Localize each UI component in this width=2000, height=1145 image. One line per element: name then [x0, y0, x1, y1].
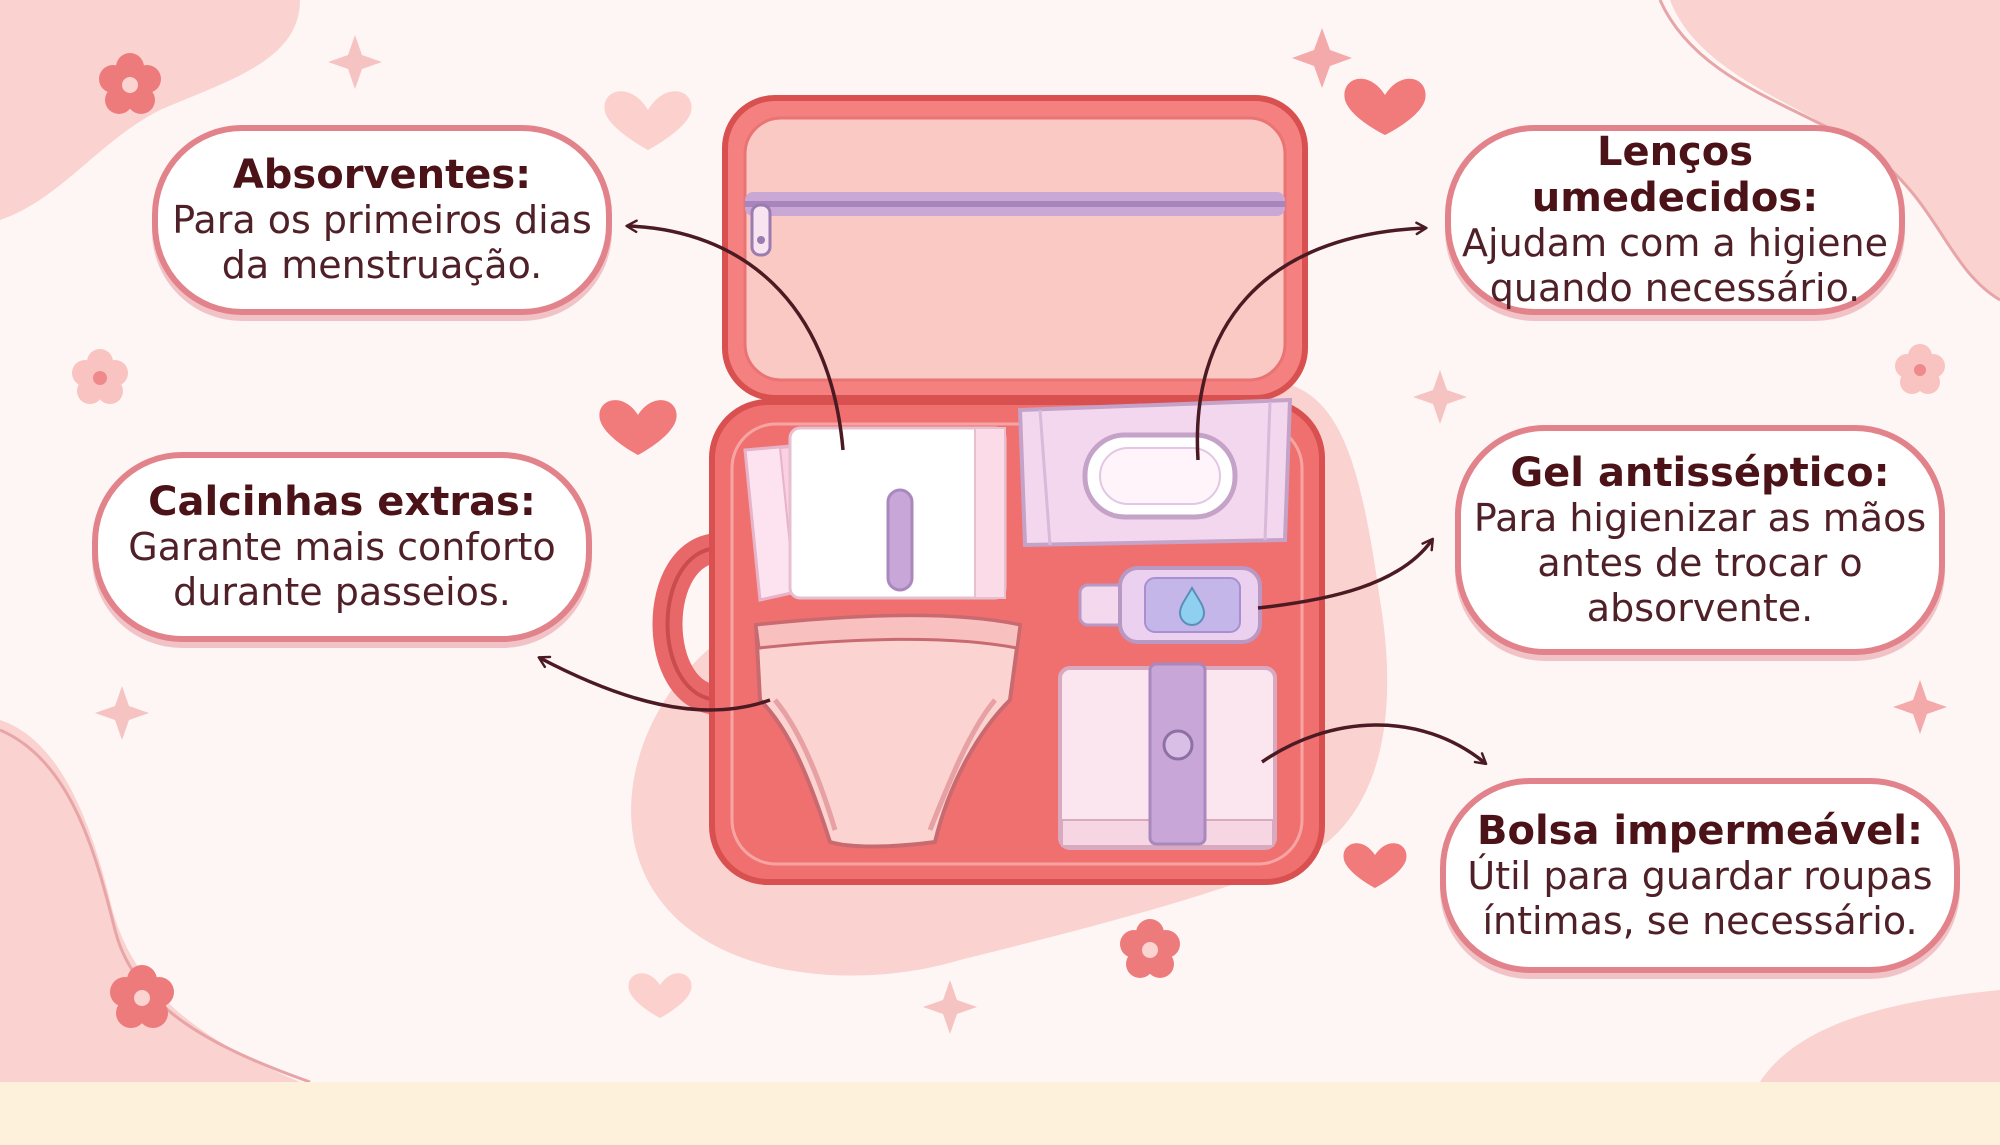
callout-line: Para higienizar as mãos: [1473, 495, 1927, 540]
decor-flower-icon: [1120, 919, 1180, 978]
corner-blob-bottom-left: [0, 720, 300, 1082]
decor-heart-icon: [599, 400, 677, 455]
connector-arrow: [537, 655, 771, 712]
callout-description: Garante mais conforto durante passeios.: [128, 525, 555, 615]
callout-calcinhas: Calcinhas extras: Garante mais conforto …: [92, 452, 592, 642]
underwear-icon: [753, 613, 1023, 849]
callout-title: Bolsa impermeável:: [1477, 807, 1923, 854]
callout-gel: Gel antisséptico: Para higienizar as mão…: [1455, 425, 1945, 655]
decor-sparkle-icon: [1292, 28, 1352, 88]
callout-line: Útil para guardar roupas: [1467, 853, 1933, 898]
callout-line: absorvente.: [1586, 585, 1814, 630]
callout-title: Absorventes:: [232, 152, 532, 198]
callout-line: Para os primeiros dias: [172, 198, 592, 242]
callout-title: Gel antisséptico:: [1510, 449, 1890, 496]
callout-lencos: Lenços umedecidos: Ajudam com a higiene …: [1445, 125, 1905, 315]
callout-line: quando necessário.: [1489, 266, 1861, 310]
callout-description: Para higienizar as mãos antes de trocar …: [1474, 496, 1926, 631]
connector-arrow: [1257, 537, 1435, 610]
connector-arrow: [625, 219, 845, 451]
callout-line: da menstruação.: [221, 243, 543, 287]
callout-line: antes de trocar o: [1537, 540, 1863, 585]
decor-heart-icon: [1344, 78, 1426, 135]
decor-flower-icon: [110, 965, 174, 1028]
waterproof-pouch-icon: [1058, 662, 1277, 850]
callout-description: Útil para guardar roupas íntimas, se nec…: [1467, 854, 1932, 944]
callout-line: durante passeios.: [173, 570, 511, 614]
callout-description: Para os primeiros dias da menstruação.: [172, 198, 592, 288]
callout-line: íntimas, se necessário.: [1482, 898, 1918, 943]
sanitizer-bottle-icon: [1078, 566, 1262, 644]
wet-wipes-icon: [1017, 397, 1293, 548]
sanitary-pad-icon: [743, 426, 1007, 602]
decor-flower-icon: [72, 349, 128, 404]
decor-sparkle-icon: [923, 980, 977, 1034]
decor-flower-icon: [99, 53, 161, 114]
decor-flower-icon: [1895, 344, 1945, 394]
toiletry-bag-illustration: [652, 95, 1325, 885]
bottom-band: [0, 1082, 2000, 1145]
decor-heart-icon: [1343, 843, 1407, 888]
decor-sparkle-icon: [95, 686, 149, 740]
callout-bolsa: Bolsa impermeável: Útil para guardar rou…: [1440, 778, 1960, 973]
connector-arrow: [1195, 221, 1428, 461]
decor-sparkle-icon: [1413, 370, 1467, 424]
decor-sparkle-icon: [1893, 680, 1947, 734]
callout-line: Garante mais conforto: [128, 525, 556, 569]
callout-line: Ajudam com a higiene: [1462, 221, 1888, 265]
decor-heart-icon: [604, 91, 692, 150]
corner-blob-top-right: [1670, 0, 2000, 300]
decor-heart-icon: [628, 973, 692, 1018]
zipper-pull-icon: [750, 203, 772, 257]
corner-blob-bottom-right: [1760, 990, 2000, 1082]
decor-sparkle-icon: [328, 35, 382, 89]
callout-title: Calcinhas extras:: [148, 479, 536, 525]
connector-arrow: [1261, 723, 1488, 766]
callout-absorventes: Absorventes: Para os primeiros dias da m…: [152, 125, 612, 315]
callout-title: Lenços umedecidos:: [1531, 129, 1819, 221]
callout-description: Ajudam com a higiene quando necessário.: [1462, 221, 1888, 311]
